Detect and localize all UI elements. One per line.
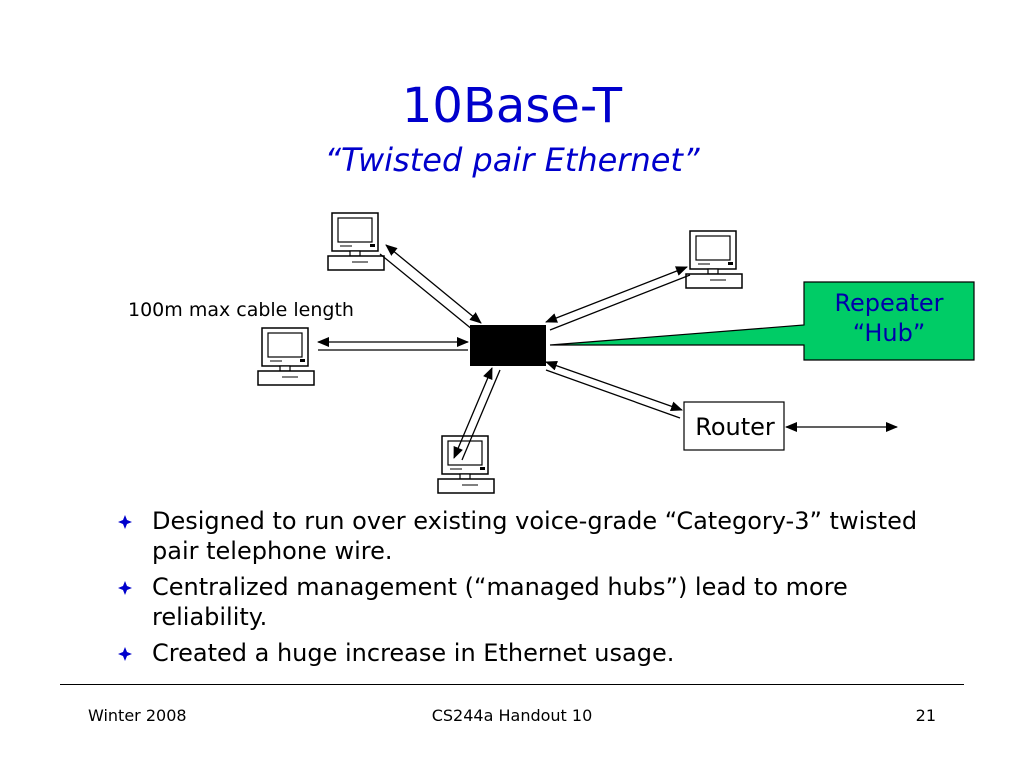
repeater-label-line1: Repeater	[834, 289, 944, 317]
repeater-label-line2: “Hub”	[852, 319, 926, 347]
footer-date: Winter 2008	[88, 706, 187, 725]
diamond-bullet-icon	[118, 581, 132, 595]
footer-page-number: 21	[915, 706, 936, 725]
diamond-bullet-icon	[118, 515, 132, 529]
cable-right	[545, 266, 688, 323]
repeater-hub-callout	[549, 281, 975, 361]
cable-top-b	[379, 253, 474, 331]
bullet-item: Created a huge increase in Ethernet usag…	[118, 638, 938, 668]
router-box	[683, 401, 785, 451]
computer-icon-top	[327, 212, 385, 271]
cable-bottom-b	[461, 369, 501, 461]
cable-bottom	[453, 367, 493, 459]
bullet-text: Designed to run over existing voice-grad…	[152, 507, 918, 565]
footer-divider	[60, 684, 964, 685]
slide-title: 10Base-T	[401, 78, 623, 134]
repeater-hub-label: Repeater “Hub”	[806, 288, 972, 348]
cable-length-label: 100m max cable length	[128, 299, 354, 321]
computer-icon-left	[257, 327, 315, 386]
computer-icon-bottom	[437, 435, 495, 494]
cable-router	[545, 360, 683, 412]
bullet-item: Centralized management (“managed hubs”) …	[118, 572, 938, 632]
router-label: Router	[695, 413, 775, 441]
cable-right-b	[549, 274, 691, 331]
computer-icon-right	[685, 230, 743, 289]
bullet-list: Designed to run over existing voice-grad…	[118, 506, 938, 674]
cable-top	[385, 244, 482, 324]
bullet-text: Centralized management (“managed hubs”) …	[152, 573, 848, 631]
bullet-text: Created a huge increase in Ethernet usag…	[152, 639, 675, 667]
slide-subtitle: “Twisted pair Ethernet”	[324, 141, 700, 179]
repeater-hub	[470, 325, 546, 366]
footer-course: CS244a Handout 10	[431, 706, 593, 725]
bullet-item: Designed to run over existing voice-grad…	[118, 506, 938, 566]
diamond-bullet-icon	[118, 647, 132, 661]
cable-router-b	[545, 369, 681, 419]
